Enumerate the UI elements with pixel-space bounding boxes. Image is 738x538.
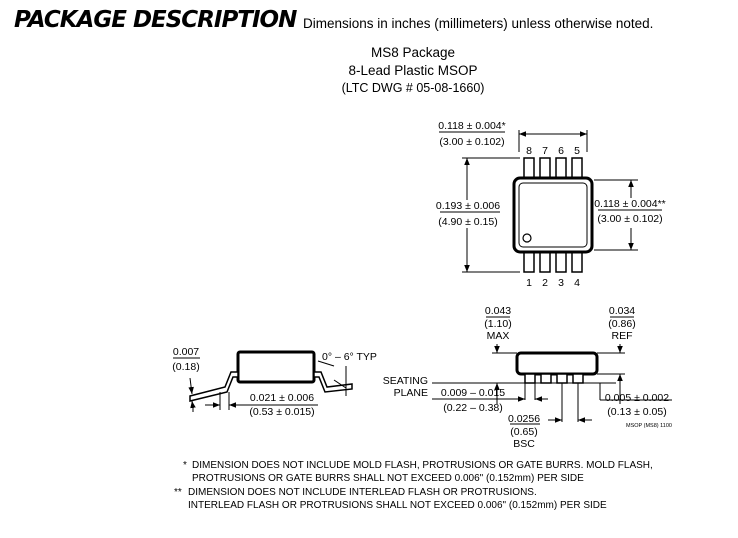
length-inch-label: 0.193 ± 0.006 bbox=[436, 200, 500, 212]
standoff-mm-label: (0.86) bbox=[608, 318, 635, 330]
front-body bbox=[515, 351, 599, 376]
note-2-marker: ** bbox=[174, 487, 182, 498]
pitch-note-label: BSC bbox=[513, 438, 535, 450]
seating-plane-label-1: SEATING bbox=[383, 375, 428, 387]
front-view: 0.043 (1.10) MAX 0.034 (0.86) REF SEATIN… bbox=[383, 305, 672, 450]
height-inch-label: 0.043 bbox=[485, 305, 511, 317]
note-2-line-1: DIMENSION DOES NOT INCLUDE INTERLEAD FLA… bbox=[188, 487, 537, 498]
drawing-reference-code: MSOP (MS8) 1100 bbox=[626, 423, 672, 429]
lead-thickness-mm-label: (0.18) bbox=[172, 361, 199, 373]
pin-label-6: 6 bbox=[558, 145, 564, 157]
width-mm-label: (3.00 ± 0.102) bbox=[439, 136, 504, 148]
front-lead-3 bbox=[556, 373, 568, 384]
lead-thickness-dimension bbox=[173, 357, 200, 412]
clearance-dimension bbox=[599, 383, 672, 401]
package-body-outline bbox=[512, 176, 594, 254]
note-2: ** DIMENSION DOES NOT INCLUDE INTERLEAD F… bbox=[174, 486, 607, 512]
pin-label-8: 8 bbox=[526, 145, 532, 157]
width-inch-label: 0.118 ± 0.004* bbox=[438, 120, 505, 132]
pin-label-3: 3 bbox=[558, 277, 564, 289]
pin-label-4: 4 bbox=[574, 277, 580, 289]
pin-label-2: 2 bbox=[542, 277, 548, 289]
height-mm-label: (1.10) bbox=[484, 318, 511, 330]
lead-width-inch-label: 0.009 – 0.015 bbox=[441, 387, 505, 399]
height-note-label: MAX bbox=[487, 330, 510, 342]
length-dimension bbox=[440, 157, 520, 273]
side-view: 0.007 (0.18) 0° – 6° TYP 0.021 ± 0.006 (… bbox=[172, 346, 377, 418]
note-1: * DIMENSION DOES NOT INCLUDE MOLD FLASH, … bbox=[178, 459, 653, 485]
side-right-lead bbox=[313, 371, 353, 393]
package-leads: 8-Lead Plastic MSOP bbox=[348, 63, 478, 78]
body-width-inch-label: 0.118 ± 0.004** bbox=[594, 198, 666, 210]
seating-plane-label-2: PLANE bbox=[394, 387, 428, 399]
foot-length-mm-label: (0.53 ± 0.015) bbox=[249, 406, 314, 418]
pin-label-1: 1 bbox=[526, 277, 532, 289]
side-left-lead bbox=[189, 371, 239, 402]
angle-indicator bbox=[317, 360, 347, 396]
pitch-dimension bbox=[548, 383, 592, 423]
side-body bbox=[236, 350, 316, 384]
note-1-line-1: DIMENSION DOES NOT INCLUDE MOLD FLASH, P… bbox=[192, 460, 653, 471]
page-title: PACKAGE DESCRIPTION bbox=[14, 7, 297, 33]
standoff-inch-label: 0.034 bbox=[609, 305, 635, 317]
note-1-marker: * bbox=[183, 460, 187, 471]
package-name: MS8 Package bbox=[370, 45, 456, 60]
body-width-dimension bbox=[594, 179, 662, 251]
pitch-inch-label: 0.0256 bbox=[508, 413, 540, 425]
lead-width-dimension bbox=[432, 383, 548, 402]
front-lead-1 bbox=[524, 373, 536, 384]
angle-label: 0° – 6° TYP bbox=[322, 351, 377, 363]
package-drawing-number: (LTC DWG # 05-08-1660) bbox=[341, 81, 485, 95]
pitch-mm-label: (0.65) bbox=[510, 426, 537, 438]
clearance-inch-label: 0.005 ± 0.002 bbox=[605, 392, 669, 404]
width-dimension bbox=[439, 130, 588, 152]
top-view: 8 7 6 5 1 2 3 4 0.118 ± 0.004* (3.00 ± 0… bbox=[436, 120, 666, 289]
page-subtitle: Dimensions in inches (millimeters) unles… bbox=[303, 16, 654, 31]
clearance-mm-label: (0.13 ± 0.05) bbox=[607, 406, 666, 418]
lead-thickness-inch-label: 0.007 bbox=[173, 346, 199, 358]
note-2-line-2: INTERLEAD FLASH OR PROTRUSIONS SHALL NOT… bbox=[188, 500, 607, 511]
pin-1-marker bbox=[522, 233, 532, 243]
lead-width-mm-label: (0.22 – 0.38) bbox=[443, 402, 503, 414]
body-width-mm-label: (3.00 ± 0.102) bbox=[597, 213, 662, 225]
front-lead-2 bbox=[540, 373, 552, 384]
pin-label-5: 5 bbox=[574, 145, 580, 157]
foot-length-dimension bbox=[205, 392, 318, 410]
package-body-inner bbox=[518, 182, 588, 248]
height-dimension bbox=[492, 344, 517, 404]
standoff-note-label: REF bbox=[612, 330, 633, 342]
foot-length-inch-label: 0.021 ± 0.006 bbox=[250, 392, 314, 404]
standoff-dimension bbox=[597, 344, 625, 404]
note-1-line-2: PROTRUSIONS OR GATE BURRS SHALL NOT EXCE… bbox=[192, 473, 584, 484]
front-lead-4 bbox=[572, 373, 584, 384]
pin-label-7: 7 bbox=[542, 145, 548, 157]
length-mm-label: (4.90 ± 0.15) bbox=[438, 216, 497, 228]
